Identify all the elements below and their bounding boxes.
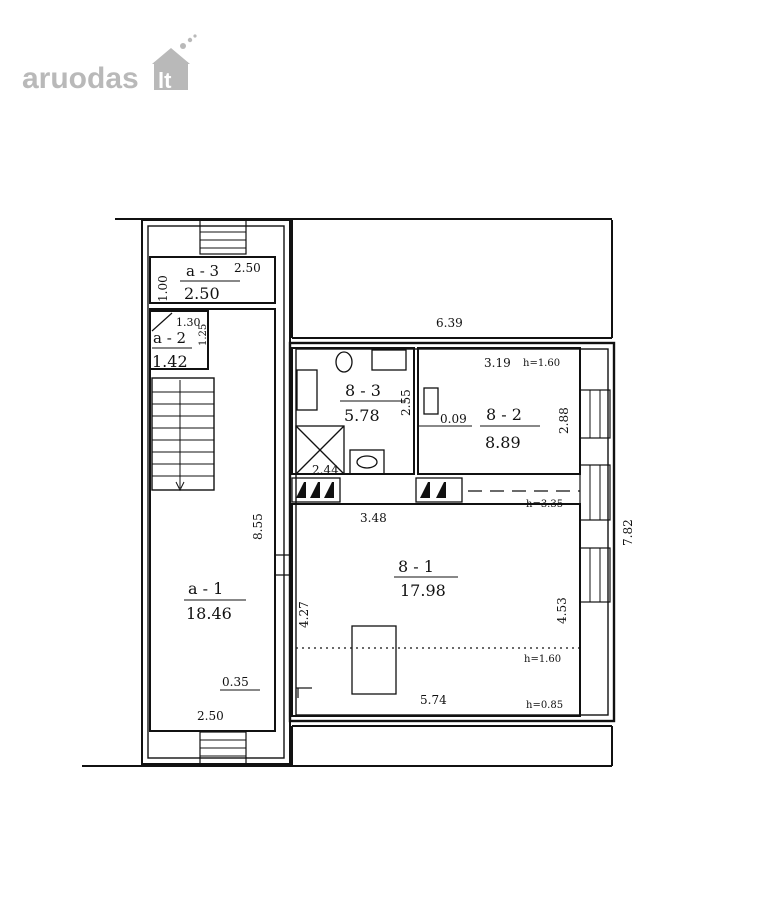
room-area-a2: 1.42 (152, 352, 188, 371)
room-area-a1: 18.46 (186, 604, 232, 623)
logo-smoke-icon (193, 34, 197, 38)
room-labels: a - 3 2.50 a - 2 1.42 a - 1 18.46 8 - 3 … (152, 262, 540, 623)
dim-a1-height: 8.55 (251, 513, 265, 540)
bathtub-tap-icon (371, 349, 407, 371)
dim-83-width: 2.44 (312, 463, 339, 477)
table-icon (351, 625, 397, 695)
height-lines (296, 490, 580, 698)
dim-81-top: 3.48 (360, 511, 387, 525)
room-area-83: 5.78 (344, 406, 380, 425)
dimension-labels: 2.50 1.00 1.30 1.25 8.55 0.35 2.50 6.39 … (156, 261, 635, 723)
bathroom-fixtures (295, 349, 439, 475)
stair-treads (152, 380, 214, 492)
kitchen-units (291, 477, 463, 503)
logo-house-icon (154, 62, 188, 90)
dim-81-height-left: 4.27 (297, 601, 311, 628)
room-code-a1: a - 1 (188, 579, 223, 598)
sink-icon (349, 449, 385, 475)
dim-a1-inner: 0.35 (222, 675, 249, 689)
room-code-a3: a - 3 (186, 262, 219, 280)
height-82: h=1.60 (523, 358, 560, 369)
dim-top-width: 6.39 (436, 316, 463, 330)
room-area-a3: 2.50 (184, 284, 220, 303)
room-code-a2: a - 2 (153, 329, 186, 347)
dim-a3-height: 1.00 (156, 275, 170, 302)
height-335: h=3.35 (526, 499, 563, 510)
room-code-83: 8 - 3 (345, 381, 381, 400)
boiler-icon (423, 387, 439, 415)
room-area-82: 8.89 (485, 433, 521, 452)
dim-outer-height: 7.82 (621, 519, 635, 546)
dim-82-width: 3.19 (484, 356, 511, 370)
shower-icon (295, 425, 345, 475)
logo-smoke-icon (180, 43, 186, 49)
dim-a2-height: 1.25 (198, 324, 209, 346)
stair-opening-hatch (200, 231, 246, 757)
logo-roof-icon (152, 48, 190, 64)
dim-82-height: 2.88 (557, 407, 571, 434)
height-085: h=0.85 (526, 700, 563, 711)
height-160: h=1.60 (524, 654, 561, 665)
height-markers: h=1.60 h=3.35 h=1.60 h=0.85 (523, 358, 563, 711)
aruodas-logo[interactable]: aruodas lt (22, 34, 197, 95)
dim-81-bottom: 5.74 (420, 693, 447, 707)
dim-83-height: 2.55 (399, 389, 413, 416)
room-code-81: 8 - 1 (398, 557, 434, 576)
dim-a1-bottom: 2.50 (197, 709, 224, 723)
window-lines (580, 337, 612, 602)
room-code-82: 8 - 2 (486, 405, 522, 424)
room-area-81: 17.98 (400, 581, 446, 600)
dim-a3-width: 2.50 (234, 261, 261, 275)
logo-text: aruodas (22, 62, 139, 95)
dim-81-height-right: 4.53 (555, 597, 569, 624)
walls (82, 218, 616, 767)
kitchen-unit-marks (296, 482, 446, 498)
dim-a2-width: 1.30 (176, 316, 201, 329)
logo-smoke-icon (187, 37, 193, 43)
dim-wall-gap: 0.09 (440, 412, 467, 426)
toilet-icon (335, 351, 353, 373)
logo-tld: lt (158, 68, 172, 93)
